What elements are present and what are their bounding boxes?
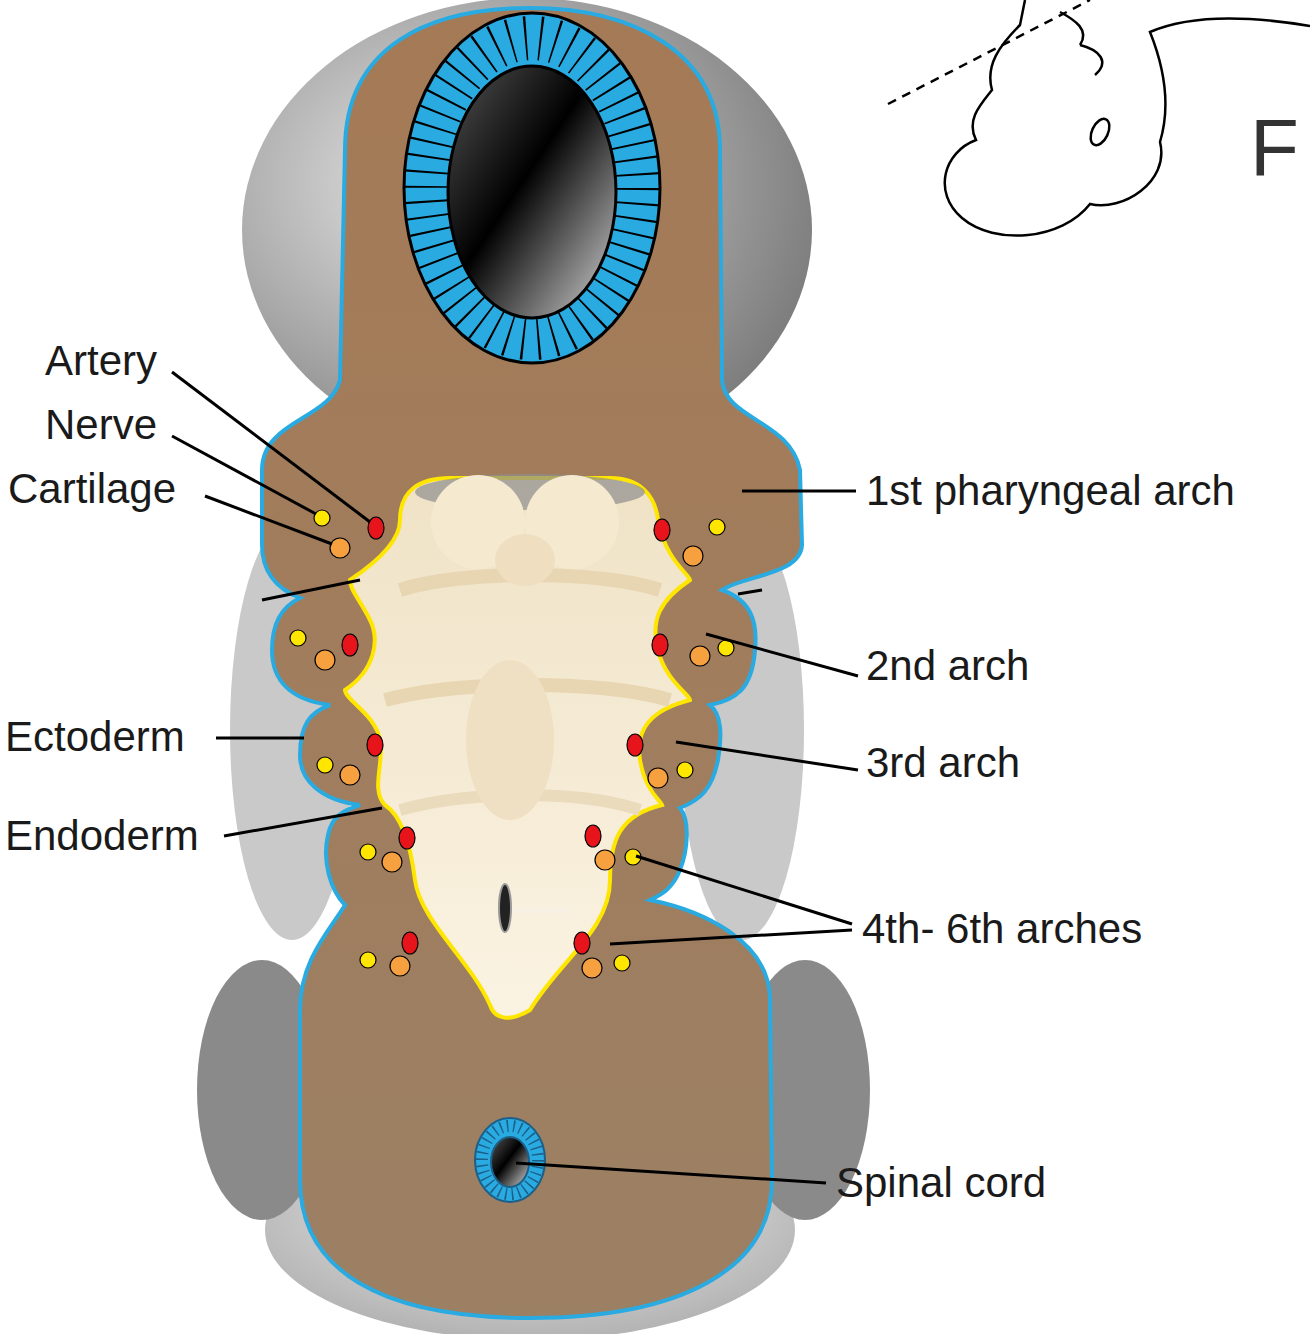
- spinal-cord: [475, 1118, 545, 1202]
- nerve: [614, 955, 630, 971]
- part-label: 3rd arch: [866, 742, 1020, 784]
- part-label: 1st pharyngeal arch: [866, 470, 1235, 512]
- neural-tube: [404, 13, 660, 363]
- part-label: Spinal cord: [836, 1162, 1046, 1204]
- leader-line: [224, 808, 382, 836]
- leader-line: [636, 856, 852, 924]
- cartilage: [382, 852, 402, 872]
- cartilage: [390, 956, 410, 976]
- part-label: 4th- 6th arches: [862, 908, 1142, 950]
- cartilage: [330, 538, 350, 558]
- part-label: Cartilage: [8, 468, 176, 510]
- artery: [585, 825, 601, 847]
- leader-line: [216, 737, 304, 740]
- nerve: [317, 757, 333, 773]
- leader-line: [172, 372, 370, 522]
- part-label: 2nd arch: [866, 645, 1029, 687]
- leader-lines: [172, 372, 858, 1183]
- mesenchyme: [262, 8, 802, 1318]
- embryo-outline: [945, 0, 1310, 236]
- artery: [627, 734, 643, 756]
- neural-tube-cells: [426, 38, 638, 338]
- cartilage: [690, 646, 710, 666]
- pharynx: [345, 478, 690, 1018]
- cartilage: [582, 958, 602, 978]
- pharynx-floor: [385, 474, 670, 932]
- artery: [574, 932, 590, 954]
- artery: [402, 932, 418, 954]
- part-label: Artery: [45, 340, 157, 382]
- spinal-cord-wall: [475, 1118, 545, 1202]
- leader-line: [516, 1163, 826, 1183]
- cleft-marker: [262, 580, 360, 600]
- eye-sketch: [1087, 116, 1113, 148]
- midline-swelling: [466, 660, 554, 820]
- part-label: Nerve: [45, 404, 157, 446]
- laryngotracheal-opening: [499, 884, 511, 932]
- artery: [367, 734, 383, 756]
- nerve: [290, 630, 306, 646]
- section-plane-line: [888, 0, 1090, 104]
- part-label: Endoderm: [5, 815, 199, 857]
- figure-heading-fragment: F: [1250, 108, 1299, 188]
- leader-line: [676, 742, 858, 770]
- cartilage: [595, 850, 615, 870]
- part-label: Ectoderm: [5, 716, 185, 758]
- orientation-sketch: [888, 0, 1310, 236]
- cartilage: [315, 650, 335, 670]
- leader-line: [742, 490, 856, 493]
- arch-bumps: [1060, 12, 1102, 75]
- cleft-marker: [738, 590, 762, 594]
- cartilage: [648, 768, 668, 788]
- cartilage: [340, 765, 360, 785]
- nerve: [360, 844, 376, 860]
- spinal-cord-cells: [482, 1126, 538, 1194]
- neural-tube-lumen: [448, 66, 616, 318]
- artery: [654, 519, 670, 541]
- nerve: [677, 762, 693, 778]
- leader-line: [610, 930, 852, 944]
- nerve: [709, 519, 725, 535]
- cartilage: [683, 546, 703, 566]
- leader-line: [205, 496, 332, 544]
- embryo-body: [197, 0, 870, 1334]
- nerve: [360, 952, 376, 968]
- leader-line: [172, 436, 316, 514]
- neural-tube-wall: [404, 13, 660, 363]
- leader-line: [706, 634, 858, 676]
- artery: [368, 517, 384, 539]
- artery: [342, 634, 358, 656]
- artery: [399, 827, 415, 849]
- artery: [652, 634, 668, 656]
- nerve: [314, 510, 330, 526]
- laryngeal-fold: [512, 907, 570, 913]
- tongue-swelling: [495, 534, 555, 586]
